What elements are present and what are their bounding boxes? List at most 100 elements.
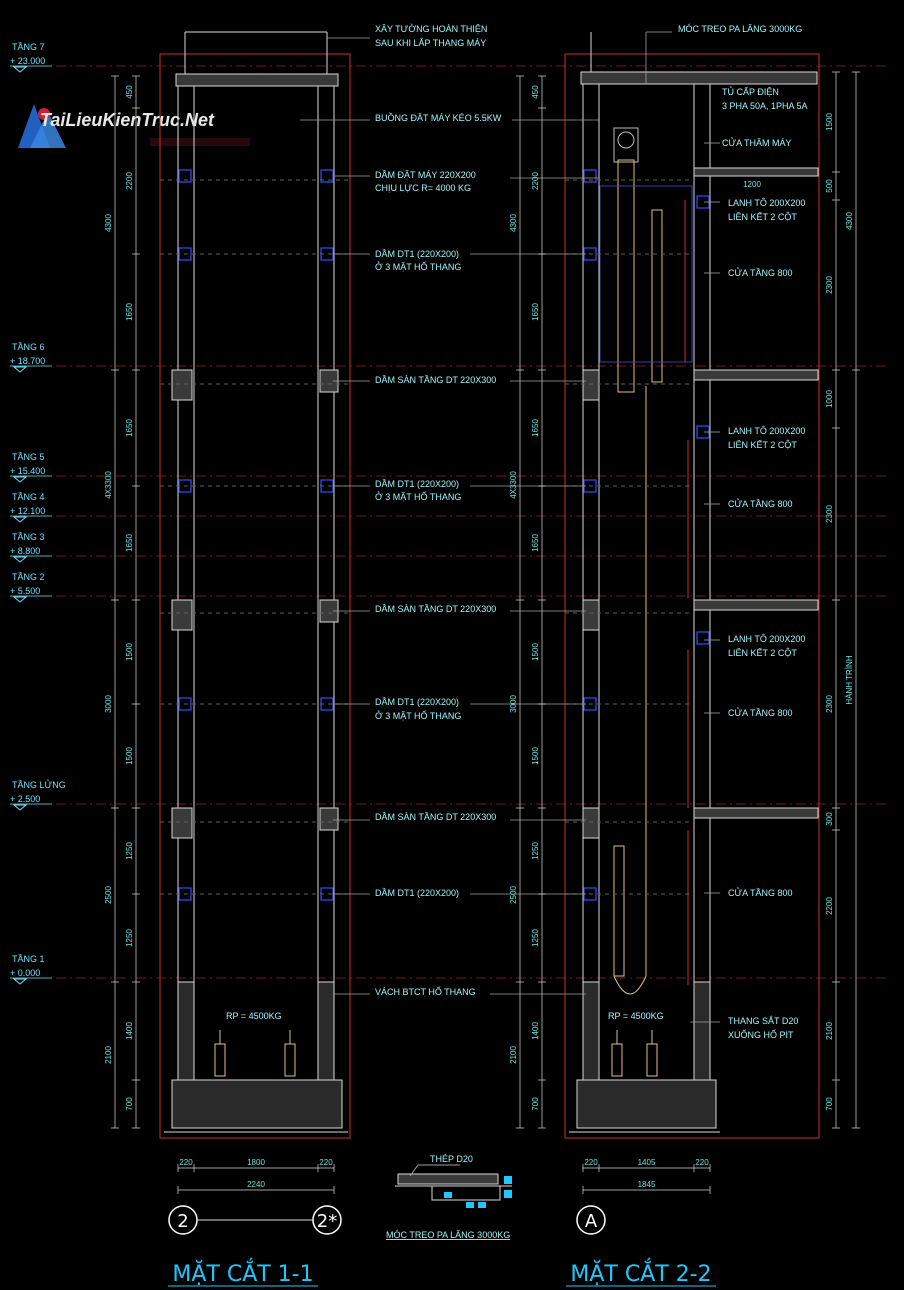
dimension-value: 700 [125, 1097, 134, 1111]
note-text: LIÊN KẾT 2 CỘT [728, 212, 797, 222]
note-text: LIÊN KẾT 2 CỘT [728, 440, 797, 450]
dimension-value: HÀNH TRÌNH [845, 655, 854, 704]
note-text: DẦM DT1 (220X200) [375, 249, 459, 259]
elevator-car [613, 159, 663, 995]
dimension-value: 220 [584, 1158, 598, 1167]
hook-detail: THÉP D20 MÓC TREO PA LĂNG 3000KG [386, 1154, 512, 1240]
section-1-dimensions: 4502200165016501650150015001250125014007… [104, 75, 335, 1194]
dimension-value: 1650 [531, 419, 540, 437]
note-text: CỬA TẦNG 800 [728, 707, 793, 718]
dimension-value: 2240 [247, 1180, 265, 1189]
watermark-bar [150, 138, 250, 146]
level-elevation: + 5.500 [10, 586, 40, 596]
dimension-value: 1400 [125, 1022, 134, 1040]
note-text: CỬA TẦNG 800 [728, 498, 793, 509]
note-text: DẦM DT1 (220X200) [375, 479, 459, 489]
section-2-dimensions: 4502200165016501650150015001250125014007… [509, 71, 860, 1194]
dimension-value: 1500 [531, 747, 540, 765]
axis-label-a: A [585, 1211, 598, 1232]
note-text: CỬA TẦNG 800 [728, 887, 793, 898]
dimension-value: 1650 [125, 534, 134, 552]
dimension-value: 1000 [825, 390, 834, 408]
level-triangle-icon [12, 366, 28, 373]
level-elevation: + 12.100 [10, 506, 45, 516]
car-frame [599, 185, 693, 363]
dimension-value: 1650 [531, 303, 540, 321]
note-text: LANH TÔ 200X200 [728, 634, 805, 644]
axis-label-2star: 2* [317, 1211, 337, 1232]
dimension-value: 2100 [509, 1046, 518, 1064]
dimension-value: 220 [695, 1158, 709, 1167]
level-triangle-icon [12, 516, 28, 523]
note-text: MÓC TREO PA LĂNG 3000KG [678, 24, 802, 34]
level-name: TẦNG 1 [12, 954, 45, 964]
rp-label-1: RP = 4500KG [226, 1011, 282, 1021]
dimension-value: 1400 [531, 1022, 540, 1040]
dimension-value: 2300 [825, 505, 834, 523]
level-triangle-icon [12, 66, 28, 73]
rp-label-2: RP = 4500KG [608, 1011, 664, 1021]
dimension-value: 450 [531, 85, 540, 99]
dimension-value: 1650 [125, 419, 134, 437]
note-text: LANH TÔ 200X200 [728, 426, 805, 436]
note-text: CỬA TẦNG 800 [728, 267, 793, 278]
dimension-value: 4X3300 [104, 471, 113, 499]
dimension-value: 2300 [825, 276, 834, 294]
note-text: CHỊU LỰC R= 4000 KG [375, 183, 471, 193]
dimension-value: 450 [125, 85, 134, 99]
axis-bubble-a [576, 1205, 606, 1235]
dimension-value: 3000 [509, 695, 518, 713]
dimension-value: 2500 [509, 886, 518, 904]
dimension-value: 1800 [247, 1158, 265, 1167]
dimension-value: 1250 [125, 929, 134, 947]
watermark-logo: TaiLieuKienTruc.Net [18, 104, 250, 148]
axis-bubbles-1: 2 2* [168, 1205, 342, 1235]
level-name: TẦNG LỬNG [12, 779, 66, 790]
dimension-value: 700 [825, 1097, 834, 1111]
detail-label: THÉP D20 [430, 1154, 473, 1164]
level-name: TẦNG 6 [12, 342, 45, 352]
note-text: DẦM DT1 (220X200) [375, 888, 459, 898]
traction-machine [613, 127, 639, 163]
dimension-value: 1405 [638, 1158, 656, 1167]
level-name: TẦNG 4 [12, 492, 45, 502]
note-text: LIÊN KẾT 2 CỘT [728, 648, 797, 658]
dimension-value: 2500 [104, 886, 113, 904]
level-name: TẦNG 3 [12, 532, 45, 542]
note-text: SAU KHI LẮP THANG MÁY [375, 38, 486, 48]
level-elevation: + 18.700 [10, 356, 45, 366]
outline-red [159, 53, 351, 1139]
dimension-value: 1845 [638, 1180, 656, 1189]
dimension-value: 4X3300 [509, 471, 518, 499]
level-elevation: + 15.400 [10, 466, 45, 476]
level-elevation: + 8.800 [10, 546, 40, 556]
section-title-1: MẶT CẮT 1-1 [172, 1258, 313, 1287]
machine-floor [693, 167, 819, 177]
note-text: Ở 3 MẶT HỐ THANG [375, 710, 461, 721]
dimension-value: 1500 [125, 643, 134, 661]
dimension-value: 1250 [125, 842, 134, 860]
detail-caption: MÓC TREO PA LĂNG 3000KG [386, 1230, 510, 1240]
note-text: Ở 3 MẶT HỐ THANG [375, 491, 461, 502]
note-text: Ở 3 MẶT HỐ THANG [375, 261, 461, 272]
logo-icon [18, 104, 66, 148]
roof-slab-2 [580, 71, 818, 85]
dimension-value: 2100 [825, 1022, 834, 1040]
dimension-value: 1500 [825, 113, 834, 131]
dimension-value: 220 [319, 1158, 333, 1167]
dimension-value: 2100 [104, 1046, 113, 1064]
dimension-value: 2300 [825, 695, 834, 713]
dimension-value: 2200 [825, 897, 834, 915]
dimension-value: 500 [825, 179, 834, 193]
level-triangle-icon [12, 978, 28, 985]
dimension-value: 220 [179, 1158, 193, 1167]
dimension-value: 1250 [531, 929, 540, 947]
note-text: DẦM SÀN TẦNG DT 220X300 [375, 375, 496, 385]
dimension-value: 2200 [531, 172, 540, 190]
level-name: TẦNG 7 [12, 42, 45, 52]
dimension-value: 1650 [531, 534, 540, 552]
dimension-value: 1650 [125, 303, 134, 321]
